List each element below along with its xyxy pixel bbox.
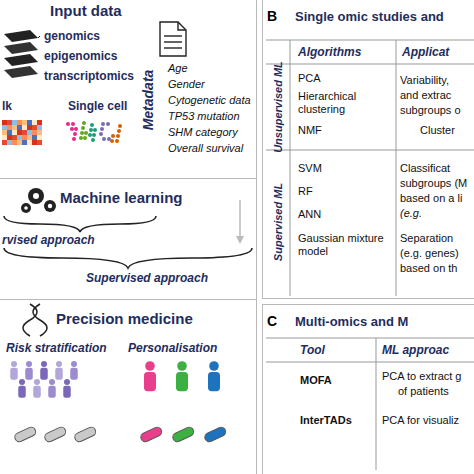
text-label: Personalisation (128, 342, 217, 356)
text-label: transcriptomics (44, 70, 134, 84)
text-label: RF (298, 185, 313, 198)
panel-heading: Input data (50, 2, 122, 19)
text-label: (e.g. (400, 207, 422, 220)
dna-icon (23, 304, 47, 336)
text-label: Age (168, 62, 188, 75)
precision-panel: Precision medicine (0, 299, 257, 474)
vertical-label: Unsupervised ML (272, 61, 285, 153)
vertical-label: Metadata (140, 70, 156, 131)
text-label: and extrac (400, 89, 451, 102)
text-label: MOFA (300, 374, 332, 387)
vertical-label: Supervised ML (272, 183, 285, 261)
text-label: Single cell (68, 100, 127, 114)
text-label: lk (2, 100, 12, 114)
brace (4, 216, 156, 232)
flow-arrow (236, 200, 244, 244)
text-label: TP53 mutation (168, 110, 240, 123)
text-label: Supervised approach (86, 272, 208, 286)
text-label: PCA for visualiz (382, 414, 459, 427)
single-cell-scatter (66, 121, 122, 143)
text-label: rvised approach (2, 234, 95, 248)
panel-letter: B (267, 8, 277, 24)
panel-heading: Precision medicine (56, 310, 193, 327)
text-label: Applicat (402, 46, 449, 60)
text-label: Separation (400, 232, 453, 245)
panel-heading: Multi-omics and M (295, 314, 408, 329)
text-label: genomics (44, 30, 100, 44)
text-label: based on a li (400, 192, 462, 205)
text-label: Tool (300, 344, 325, 358)
text-label: (e.g. genes) (400, 247, 459, 260)
text-label: PCA (298, 72, 321, 85)
document-icon (160, 22, 186, 56)
text-label: Cytogenetic data (168, 94, 251, 107)
panel-heading: Single omic studies and (295, 9, 444, 24)
text-label: Algorithms (298, 46, 361, 60)
text-label: SVM (298, 162, 322, 175)
omics-layers (4, 30, 40, 78)
text-label: InterTADs (300, 414, 352, 427)
text-label: PCA to extract g (382, 370, 461, 383)
brace (4, 248, 252, 268)
panel-letter: C (267, 313, 277, 329)
gears-icon (21, 188, 56, 213)
text-label: ML approac (382, 344, 449, 358)
text-label: of patients (398, 385, 449, 398)
text-label: epigenomics (44, 50, 117, 64)
text-label: ANN (298, 208, 321, 221)
text-label: subgroups o (400, 104, 461, 117)
panel-heading: Machine learning (60, 189, 183, 206)
text-label: Overall survival (168, 142, 243, 155)
text-label: Risk stratification (6, 342, 107, 356)
people-icons (10, 361, 220, 398)
text-label: SHM category (168, 126, 238, 139)
text-label: based on th (400, 262, 458, 275)
heatmap (2, 120, 42, 145)
text-label: Cluster (420, 124, 455, 137)
text-label: NMF (298, 124, 322, 137)
text-label: Hierarchical clustering (298, 90, 388, 115)
text-label: Classificat (400, 162, 450, 175)
text-label: Variability, (400, 74, 449, 87)
pill-icons (13, 426, 227, 443)
text-label: subgroups (M (400, 177, 467, 190)
text-label: Gender (168, 78, 205, 91)
table-rules (266, 40, 474, 470)
text-label: Gaussian mixture model (298, 232, 390, 257)
